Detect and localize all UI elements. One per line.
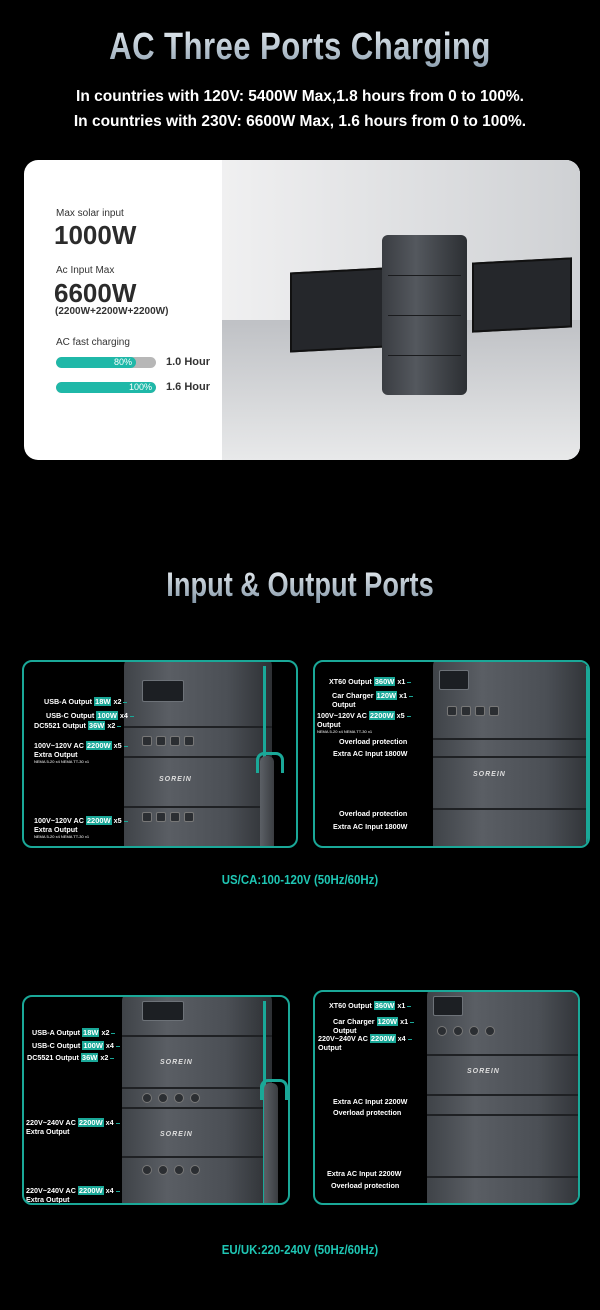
eu-caption: EU/UK:220-240V (50Hz/60Hz) xyxy=(221,1242,379,1257)
power-station-image xyxy=(382,235,467,395)
port-label: Extra AC Input 2200W xyxy=(333,1097,408,1106)
progress-fill: 100% xyxy=(56,382,156,393)
brand-logo: SOREIN xyxy=(159,776,192,783)
page-title: AC Three Ports Charging xyxy=(54,26,546,69)
brand-logo: SOREIN xyxy=(160,1131,193,1138)
port-label: Extra AC Input 1800W xyxy=(333,749,408,758)
ac-input-value: 6600W xyxy=(54,278,137,308)
solar-label: Max solar input xyxy=(56,208,124,219)
ac-breakdown: (2200W+2200W+2200W) xyxy=(55,306,169,317)
power-station-front: SOREIN xyxy=(124,662,272,846)
progress-fill: 80% xyxy=(56,357,136,368)
progress-bar-80: 80% xyxy=(56,357,156,368)
port-label: Extra AC Input 2200W xyxy=(327,1169,402,1178)
subtitle-120v: In countries with 120V: 5400W Max,1.8 ho… xyxy=(76,88,524,105)
ac-input-label: Ac Input Max xyxy=(56,265,115,276)
port-label: Overload protection xyxy=(333,1108,402,1117)
brand-logo: SOREIN xyxy=(467,1068,500,1075)
product-photo xyxy=(222,160,580,460)
port-label: Extra AC Input 1800W xyxy=(333,822,408,831)
solar-panel-image xyxy=(472,257,572,333)
charging-spec-card: Max solar input 1000W Ac Input Max 6600W… xyxy=(24,160,580,460)
time-1: 1.0 Hour xyxy=(166,356,211,368)
power-station-side: SOREIN xyxy=(427,992,578,1203)
fast-charging-label: AC fast charging xyxy=(56,337,130,348)
port-label: Overload protection xyxy=(331,1181,400,1190)
port-label: Overload protection xyxy=(339,809,408,818)
subtitle-230v: In countries with 230V: 6600W Max, 1.6 h… xyxy=(73,113,527,130)
time-2: 1.6 Hour xyxy=(166,381,211,393)
solar-panel-image xyxy=(290,267,385,353)
us-caption: US/CA:100-120V (50Hz/60Hz) xyxy=(221,872,379,887)
brand-logo: SOREIN xyxy=(160,1059,193,1066)
cart-handle xyxy=(260,1079,288,1203)
power-station-side: SOREIN xyxy=(433,662,588,846)
progress-bar-100: 100% xyxy=(56,382,156,393)
brand-logo: SOREIN xyxy=(473,771,506,778)
power-station-front: SOREIN SOREIN xyxy=(122,997,272,1203)
cart-handle xyxy=(256,752,284,846)
solar-value: 1000W xyxy=(54,220,137,250)
port-label: Overload protection xyxy=(339,737,408,746)
ports-title: Input & Output Ports xyxy=(60,566,540,605)
